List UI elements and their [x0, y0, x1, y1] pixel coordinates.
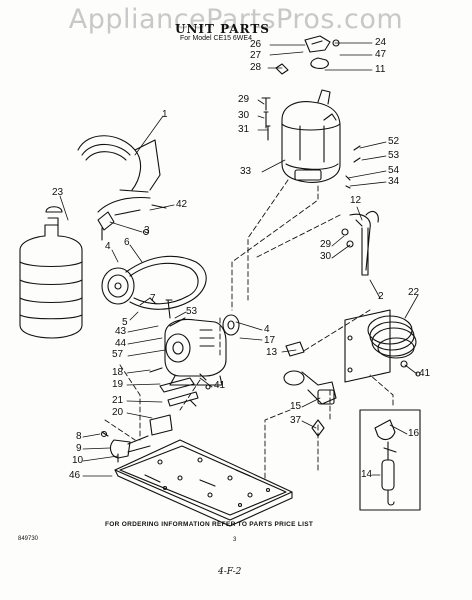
thermostat-bracket-parts	[275, 35, 340, 75]
callout-53-upper: 53	[388, 150, 400, 161]
drain-tube-assembly	[341, 210, 379, 276]
callout-30-lower: 30	[320, 251, 332, 262]
callout-15: 15	[290, 401, 302, 412]
callout-16: 16	[408, 428, 420, 439]
callout-7: 7	[150, 293, 156, 304]
callout-54: 54	[388, 165, 400, 176]
callout-29-lower: 29	[320, 239, 332, 250]
diagram-subtitle: For Model CE15 6WE4	[180, 35, 252, 42]
callout-31: 31	[238, 124, 250, 135]
handwritten-note: 4-F-2	[218, 567, 242, 577]
callout-27: 27	[250, 50, 262, 61]
callout-6: 6	[124, 237, 130, 248]
callout-53-lower: 53	[186, 306, 198, 317]
heater-element-box	[359, 409, 421, 511]
callout-18: 18	[112, 367, 124, 378]
callout-22: 22	[408, 287, 420, 298]
callout-9: 9	[76, 443, 82, 454]
callout-41-center: 41	[214, 380, 226, 391]
callout-29-upper: 29	[238, 94, 250, 105]
callout-44: 44	[115, 338, 127, 349]
callout-42: 42	[176, 199, 188, 210]
callout-57: 57	[112, 349, 124, 360]
callout-8: 8	[76, 431, 82, 442]
callout-30-upper: 30	[238, 110, 250, 121]
control-switch	[100, 414, 173, 463]
callout-46: 46	[69, 470, 81, 481]
callout-47: 47	[375, 49, 387, 60]
callout-11: 11	[375, 64, 386, 75]
callout-12: 12	[350, 195, 362, 206]
callout-1: 1	[162, 109, 168, 120]
page-number: 3	[233, 537, 237, 543]
leader-lines	[59, 42, 419, 477]
callout-43: 43	[115, 326, 127, 337]
line-cord	[77, 135, 161, 193]
callout-17: 17	[264, 335, 276, 346]
fan-motor	[149, 314, 240, 407]
compressor	[261, 89, 361, 189]
diagram-title: UNIT PARTS	[175, 22, 270, 36]
callout-14: 14	[361, 469, 373, 480]
callout-19: 19	[112, 379, 124, 390]
assembly-guide-lines	[104, 179, 394, 481]
blower-wheel-and-belt	[101, 255, 207, 319]
callout-28: 28	[250, 62, 262, 73]
solenoid-valve	[283, 341, 337, 437]
callout-23: 23	[52, 187, 64, 198]
capacitor	[19, 196, 151, 339]
fasteners	[142, 204, 421, 390]
heater-coil	[344, 309, 417, 383]
callout-37: 37	[290, 415, 302, 426]
callout-34: 34	[388, 176, 400, 187]
callout-13: 13	[266, 347, 278, 358]
ordering-info-note: FOR ORDERING INFORMATION REFER TO PARTS …	[105, 521, 314, 528]
base-pan	[114, 439, 293, 527]
callout-3: 3	[144, 225, 150, 236]
callout-26: 26	[250, 39, 262, 50]
callout-2: 2	[378, 291, 384, 302]
callout-4-upper: 4	[105, 241, 111, 252]
callout-5: 5	[122, 317, 128, 328]
callout-21: 21	[112, 395, 124, 406]
watermark: AppliancePartsPros.com	[68, 4, 404, 35]
callout-10: 10	[72, 455, 84, 466]
callout-41-right: 41	[419, 368, 431, 379]
callout-33: 33	[240, 166, 252, 177]
document-number: 849730	[18, 536, 39, 542]
callout-52: 52	[388, 136, 400, 147]
callout-20: 20	[112, 407, 124, 418]
callout-4-lower: 4	[264, 324, 270, 335]
callout-24: 24	[375, 37, 387, 48]
